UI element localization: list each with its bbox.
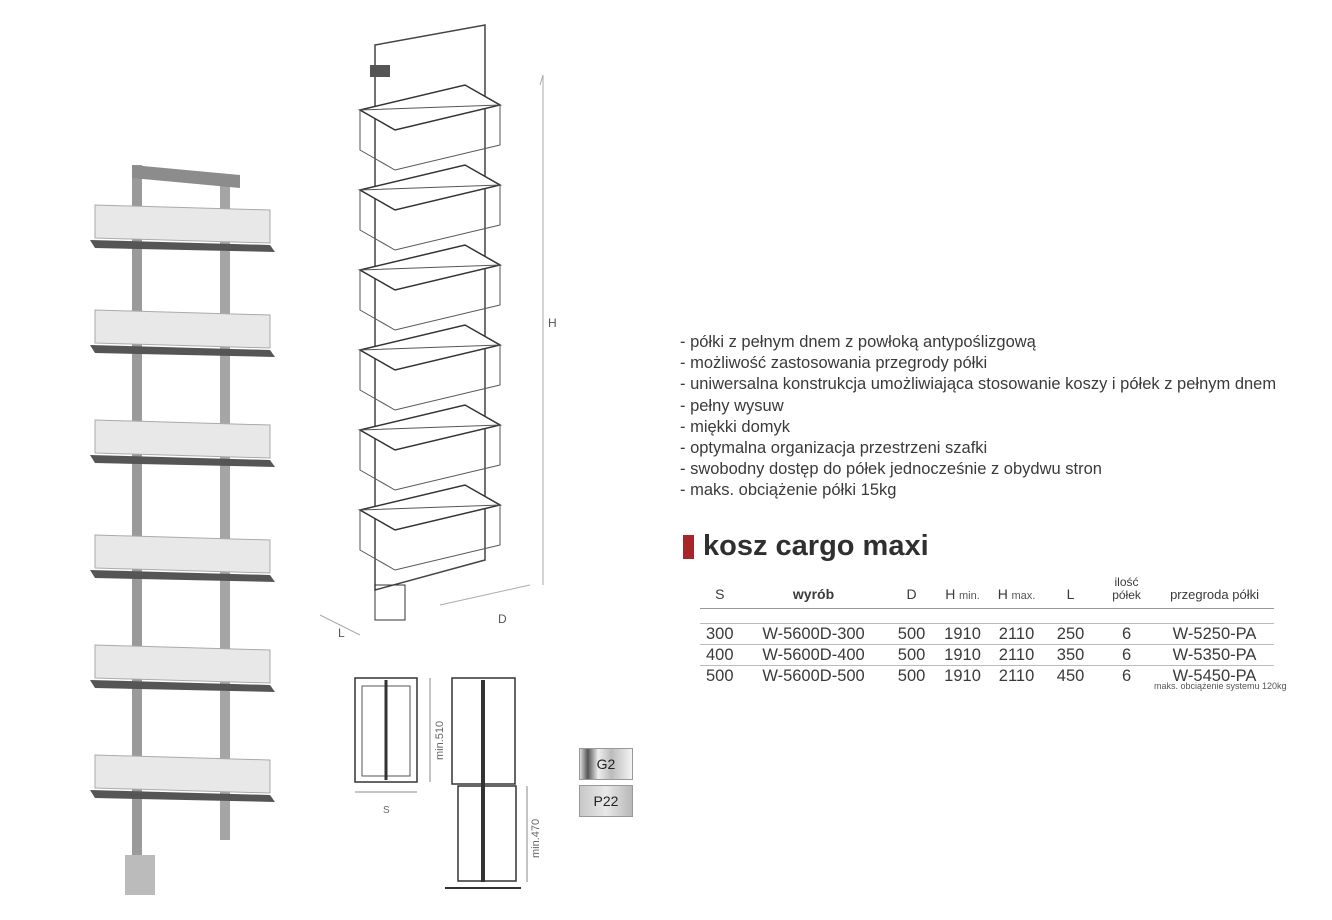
table-cell: 500 (706, 666, 734, 685)
photo-shelf (90, 240, 275, 252)
table-row: 500 W-5600D-500 500 1910 2110 450 6 W-5450-PA (700, 666, 1274, 687)
table-cell: W-5250-PA (1155, 623, 1274, 645)
front-view-drawings: S min.510 min.470 (354, 677, 542, 889)
finish-swatch-g2: G2 (579, 748, 633, 780)
table-cell: 6 (1097, 644, 1156, 666)
col-s: S (715, 586, 725, 602)
finish-swatch-p22: P22 (579, 785, 633, 817)
photo-shelf (90, 345, 275, 357)
table-cell: 300 (700, 623, 740, 645)
dim-min470-label: min.470 (530, 819, 542, 858)
col-product: wyrób (739, 566, 888, 609)
table-cell: 250 (1043, 623, 1098, 645)
col-shelves-1: ilość (1114, 575, 1139, 589)
photo-post (132, 165, 142, 865)
col-hmin-h: H (945, 586, 956, 602)
product-title-text: kosz cargo maxi (703, 530, 929, 562)
col-l: L (1066, 586, 1075, 602)
table-cell: W-5600D-500 (762, 666, 865, 685)
table-cell: W-5350-PA (1155, 644, 1274, 666)
drawing-bracket (370, 65, 390, 77)
col-hmax: max. (1011, 590, 1036, 602)
feature-item: - pełny wysuw (680, 396, 784, 415)
table-cell: 6 (1121, 666, 1132, 685)
feature-list: - półki z pełnym dnem z powłoką antypośl… (680, 332, 1276, 502)
table-cell: 1910 (935, 644, 990, 666)
table-cell: 500 (887, 623, 936, 645)
col-divider: przegroda półki (1155, 566, 1274, 609)
col-d: D (906, 586, 917, 602)
photo-basket (94, 754, 271, 794)
table-cell: 1910 (935, 623, 990, 645)
system-load-note: maks. obciążenie systemu 120kg (1154, 681, 1287, 691)
table-cell: 500 (897, 666, 926, 685)
feature-item: - optymalna organizacja przestrzeni szaf… (680, 439, 988, 458)
drawing-basket (359, 344, 501, 411)
table-cell: W-5600D-400 (739, 644, 888, 666)
feature-item: - miękki domyk (680, 417, 791, 436)
feature-item: - uniwersalna konstrukcja umożliwiająca … (680, 375, 1277, 394)
photo-shelf (90, 790, 275, 802)
photo-shelf (90, 570, 275, 582)
table-cell: 500 (887, 644, 936, 666)
feature-item: - swobodny dostęp do półek jednocześnie … (680, 460, 1102, 479)
table-cell: 400 (700, 644, 740, 666)
drawing-basket (359, 264, 501, 331)
table-cell: 2110 (989, 623, 1044, 645)
photo-basket (94, 644, 271, 684)
table-cell: 350 (1043, 644, 1098, 666)
drawing-basket (359, 504, 501, 571)
photo-top-bar (132, 165, 240, 188)
table-cell: 1910 (944, 666, 981, 685)
feature-item: - możliwość zastosowania przegrody półki (680, 354, 988, 373)
feature-item: - maks. obciążenie półki 15kg (680, 481, 897, 500)
col-shelves-2: półek (1112, 588, 1141, 602)
photo-basket (94, 419, 271, 459)
photo-basket (94, 309, 271, 349)
feature-item: - półki z pełnym dnem z powłoką antypośl… (680, 333, 1036, 351)
table-cell: 2110 (989, 644, 1044, 666)
dim-h-label: H (548, 316, 557, 330)
dim-d-label: D (498, 612, 507, 626)
table-cell: 2110 (998, 666, 1035, 685)
photo-base (125, 855, 155, 895)
table-cell: 6 (1097, 623, 1156, 645)
col-hmin: min. (959, 590, 980, 602)
photo-shelf (90, 680, 275, 692)
col-hmax-h: H (997, 586, 1008, 602)
title-accent-bar (683, 534, 694, 559)
product-title: kosz cargo maxi (683, 530, 929, 563)
table-cell: 450 (1056, 666, 1085, 685)
drawing-basket (359, 104, 501, 171)
photo-basket (94, 534, 271, 574)
dim-l-label: L (338, 626, 345, 640)
photo-basket (94, 204, 271, 244)
technical-drawing: H D L (319, 24, 557, 640)
product-photo (90, 165, 275, 895)
photo-shelf (90, 455, 275, 467)
drawing-basket (359, 424, 501, 491)
dim-min510-label: min.510 (434, 721, 446, 760)
drawing-frame (374, 24, 486, 591)
drawing-basket (359, 184, 501, 251)
table-cell: W-5600D-300 (739, 623, 888, 645)
drawing-base (374, 584, 406, 621)
dim-s-label: S (383, 805, 390, 816)
table-cell: W-5450-PA (1172, 666, 1257, 685)
photo-post (220, 180, 230, 840)
